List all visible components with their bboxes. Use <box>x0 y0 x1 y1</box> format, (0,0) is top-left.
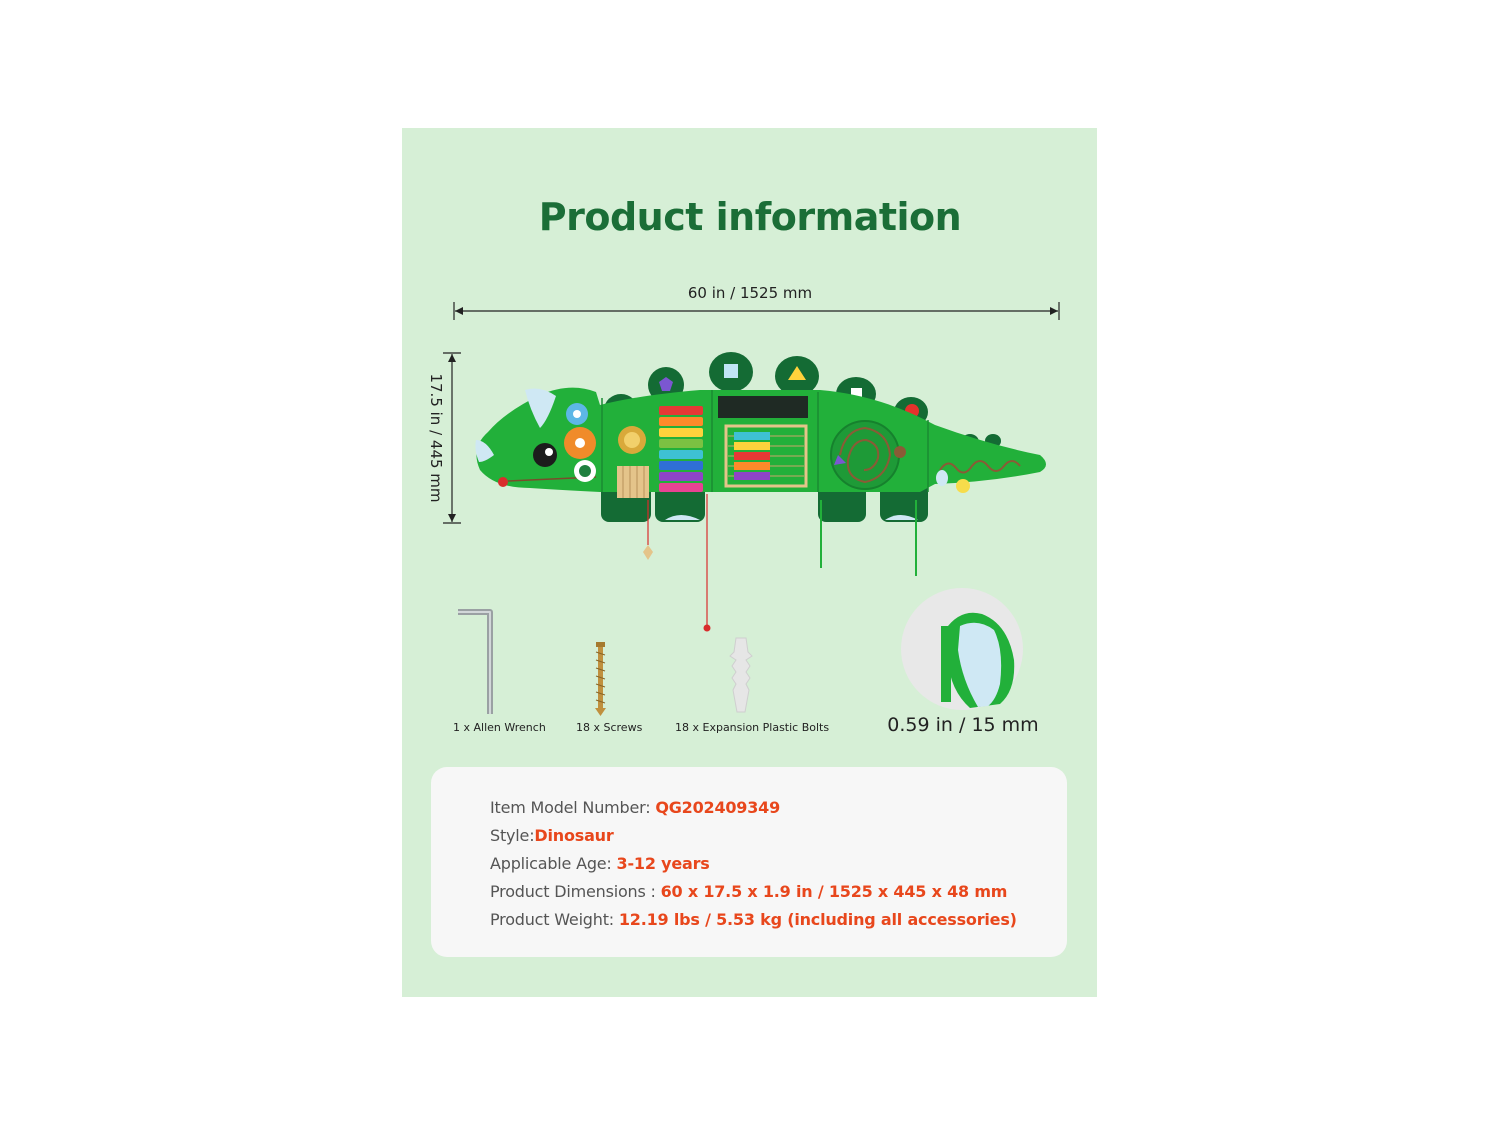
thickness-label: 0.59 in / 15 mm <box>887 714 1039 736</box>
spec-row-age: Applicable Age: 3-12 years <box>490 854 710 873</box>
page-title: Product information <box>538 195 962 239</box>
screw-icon <box>595 642 606 716</box>
spec-value: 12.19 lbs / 5.53 kg (including all acces… <box>618 910 1017 929</box>
width-dimension-arrow <box>453 302 1060 320</box>
xylophone <box>659 406 703 492</box>
height-dimension-arrow <box>443 352 461 524</box>
plastic-bolt-icon <box>729 637 753 713</box>
spec-card <box>431 767 1067 957</box>
chalkboard <box>718 396 808 418</box>
spec-label: Item Model Number: <box>490 798 651 817</box>
spec-value: QG202409349 <box>655 798 781 817</box>
spec-label: Style: <box>490 826 535 845</box>
wire-bead-track <box>939 460 1021 474</box>
horn <box>475 440 494 462</box>
spec-value: 3-12 years <box>616 854 710 873</box>
maze <box>830 420 906 490</box>
spec-row-style: Style:Dinosaur <box>490 826 614 845</box>
dinosaur-busy-board <box>475 352 1046 632</box>
spec-row-weight: Product Weight: 12.19 lbs / 5.53 kg (inc… <box>490 910 1017 929</box>
spec-row-model: Item Model Number: QG202409349 <box>490 798 780 817</box>
accessory-label-plastic-bolts: 18 x Expansion Plastic Bolts <box>675 721 830 734</box>
spec-label: Applicable Age: <box>490 854 612 873</box>
spec-value: Dinosaur <box>534 826 614 845</box>
thickness-detail <box>901 588 1023 710</box>
abacus <box>724 424 808 488</box>
width-dimension-label: 60 in / 1525 mm <box>687 284 813 302</box>
spec-value: 60 x 17.5 x 1.9 in / 1525 x 445 x 48 mm <box>660 882 1008 901</box>
spec-label: Product Dimensions : <box>490 882 656 901</box>
horn <box>525 388 556 428</box>
duck-bead <box>956 479 970 493</box>
height-dimension-text: 17.5 in / 445 mm <box>427 373 445 503</box>
spec-row-dimensions: Product Dimensions : 60 x 17.5 x 1.9 in … <box>490 882 1007 901</box>
accessory-label-screws: 18 x Screws <box>576 721 643 734</box>
spec-label: Product Weight: <box>490 910 614 929</box>
eye <box>533 443 557 467</box>
accessory-label-allen-wrench: 1 x Allen Wrench <box>453 721 546 734</box>
allen-wrench-icon <box>458 609 493 714</box>
gears <box>564 403 596 482</box>
